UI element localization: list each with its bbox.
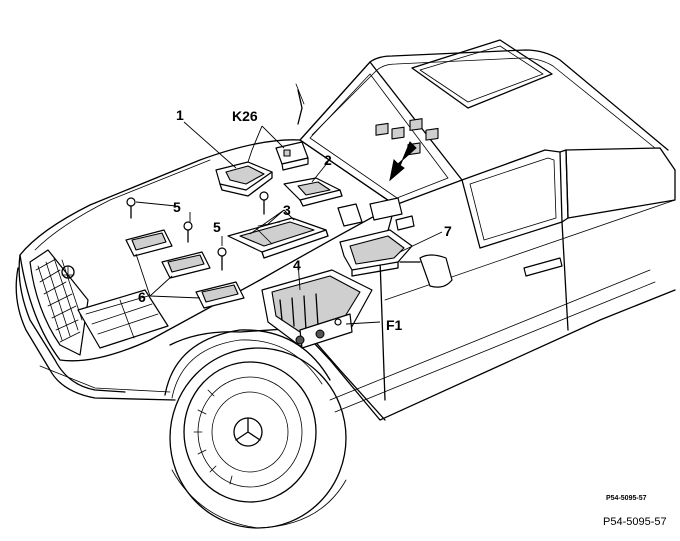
exploded-parts <box>125 118 439 349</box>
callout-6: 6 <box>138 289 146 305</box>
figure-codes: P54-5095-57 P54-5095-57 <box>603 495 667 528</box>
callout-7: 7 <box>444 223 452 239</box>
car-body <box>15 39 676 529</box>
callout-5-right: 5 <box>213 219 221 235</box>
callout-4: 4 <box>293 257 301 273</box>
callout-2: 2 <box>324 152 332 168</box>
relay-group <box>337 118 439 231</box>
part-6-connectors <box>125 229 245 309</box>
callout-1: 1 <box>176 107 184 123</box>
callout-5-left: 5 <box>173 199 181 215</box>
figure-code-main: P54-5095-57 <box>603 516 667 528</box>
pointer-arrow <box>389 141 417 182</box>
figure-code-small: P54-5095-57 <box>606 495 647 502</box>
part-1-cover <box>215 161 273 197</box>
relay-k26 <box>275 141 309 171</box>
screws <box>126 191 269 271</box>
callout-labels: 1 K26 2 3 5 5 6 4 7 F1 <box>138 107 452 333</box>
callout-f1: F1 <box>386 317 403 333</box>
part-3-lid <box>227 217 329 259</box>
part-2-bracket <box>283 177 343 207</box>
leader-lines <box>135 121 443 325</box>
callout-3: 3 <box>283 202 291 218</box>
part-4-fuse-box <box>261 269 373 349</box>
part-7-relay-carrier <box>339 229 413 277</box>
callout-k26: K26 <box>232 108 258 124</box>
